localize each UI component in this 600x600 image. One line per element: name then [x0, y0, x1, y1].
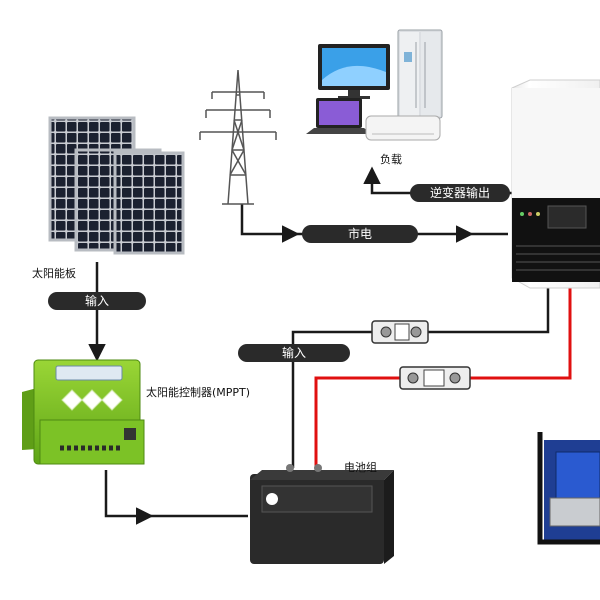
- air-conditioner-icon: [365, 115, 441, 141]
- wire-controller-to-battery: [104, 470, 154, 525]
- solar-panel-icon: [48, 116, 185, 255]
- transmission-tower-icon: [199, 69, 277, 205]
- pill-grid: 市电: [302, 225, 418, 243]
- fuse-red: [399, 366, 471, 390]
- label-battery: 电池组: [344, 460, 377, 474]
- wire-grid: [240, 204, 300, 243]
- pill-inverter-output-label: 逆变器输出: [430, 185, 490, 200]
- monitor-icon: [318, 44, 390, 99]
- inverter-icon: [511, 79, 600, 289]
- label-controller: 太阳能控制器(MPPT): [146, 385, 250, 399]
- pill-grid-label: 市电: [348, 226, 372, 241]
- label-load: 负载: [380, 152, 402, 166]
- pill-inverter-output: 逆变器输出: [410, 184, 510, 202]
- generator-icon: [537, 432, 600, 545]
- pill-input-solar: 输入: [48, 292, 146, 310]
- mppt-controller-icon: [22, 359, 145, 465]
- fuse-black: [371, 320, 429, 344]
- pill-input-battery-label: 输入: [282, 345, 306, 360]
- laptop-icon: [306, 98, 372, 134]
- pill-input-battery: 输入: [238, 344, 350, 362]
- battery-icon: [250, 464, 394, 564]
- refrigerator-icon: [397, 29, 443, 119]
- label-solar-panel: 太阳能板: [32, 266, 76, 280]
- pill-input-solar-label: 输入: [85, 293, 109, 308]
